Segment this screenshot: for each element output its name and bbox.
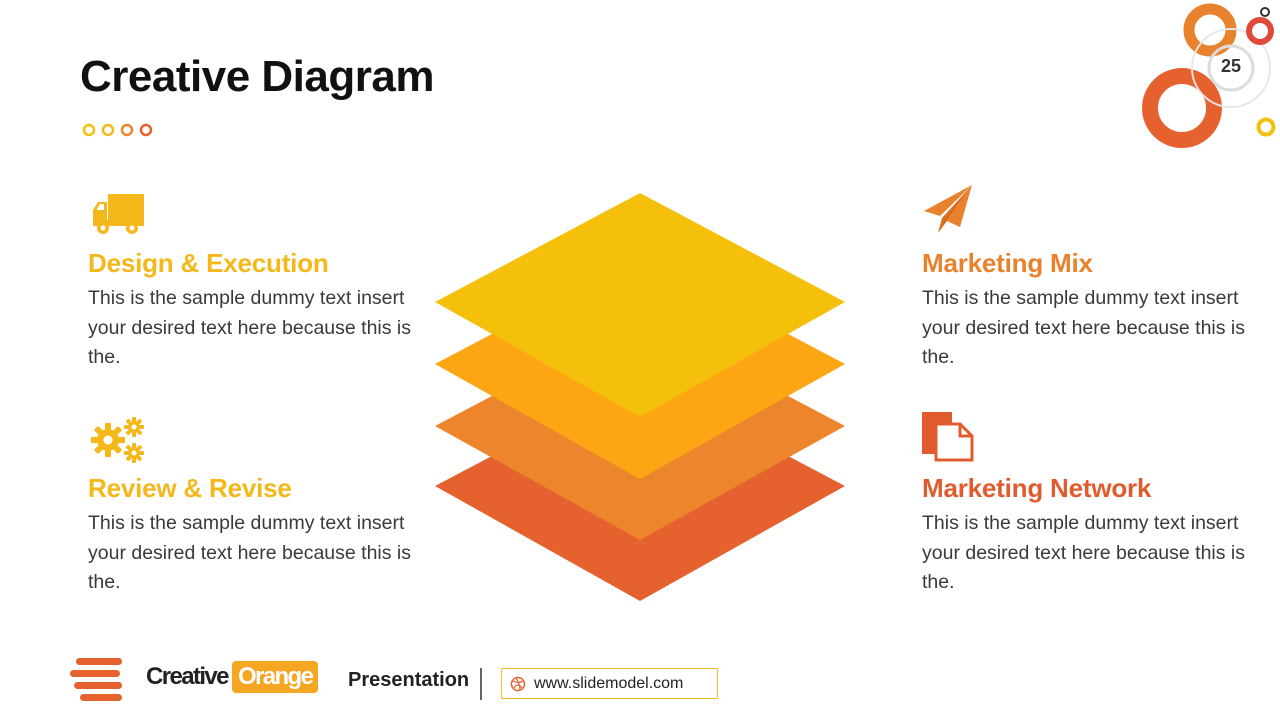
block-title: Design & Execution [88, 248, 329, 278]
title-dots-decoration [82, 123, 153, 137]
documents-icon [922, 412, 974, 462]
brand-logo-icon [70, 658, 122, 701]
paper-plane-icon [924, 185, 972, 233]
block-text: This is the sample dummy text insert you… [88, 512, 412, 593]
brand-badge: Orange [231, 661, 319, 693]
page-number: 25 [1220, 56, 1242, 76]
layer-1 [435, 193, 845, 417]
info-block-marketing-mix: Marketing Mix This is the sample dummy t… [922, 183, 1252, 373]
gears-icon [91, 417, 144, 463]
footer-divider [480, 668, 482, 700]
website-link[interactable]: www.slidemodel.com [501, 668, 718, 699]
truck-icon [93, 194, 144, 234]
dribbble-icon [510, 676, 526, 691]
brand-word: Creative [146, 663, 230, 690]
block-title: Review & Revise [88, 473, 292, 503]
block-title: Marketing Mix [922, 248, 1093, 278]
presentation-label: Presentation [348, 669, 470, 691]
block-text: This is the sample dummy text insert you… [88, 287, 412, 368]
info-block-marketing-network: Marketing Network This is the sample dum… [922, 408, 1252, 598]
block-text: This is the sample dummy text insert you… [922, 287, 1246, 368]
rings-decoration [1142, 3, 1276, 148]
stacked-layers-diagram [435, 193, 845, 601]
slide-title: Creative Diagram [80, 52, 434, 101]
block-text: This is the sample dummy text insert you… [922, 512, 1246, 593]
website-url: www.slidemodel.com [534, 674, 684, 692]
block-title: Marketing Network [922, 473, 1152, 503]
info-block-review-revise: Review & Revise This is the sample dummy… [88, 415, 418, 598]
info-block-design-execution: Design & Execution This is the sample du… [88, 190, 418, 373]
brand-wordmark: Creative Orange [146, 661, 319, 693]
